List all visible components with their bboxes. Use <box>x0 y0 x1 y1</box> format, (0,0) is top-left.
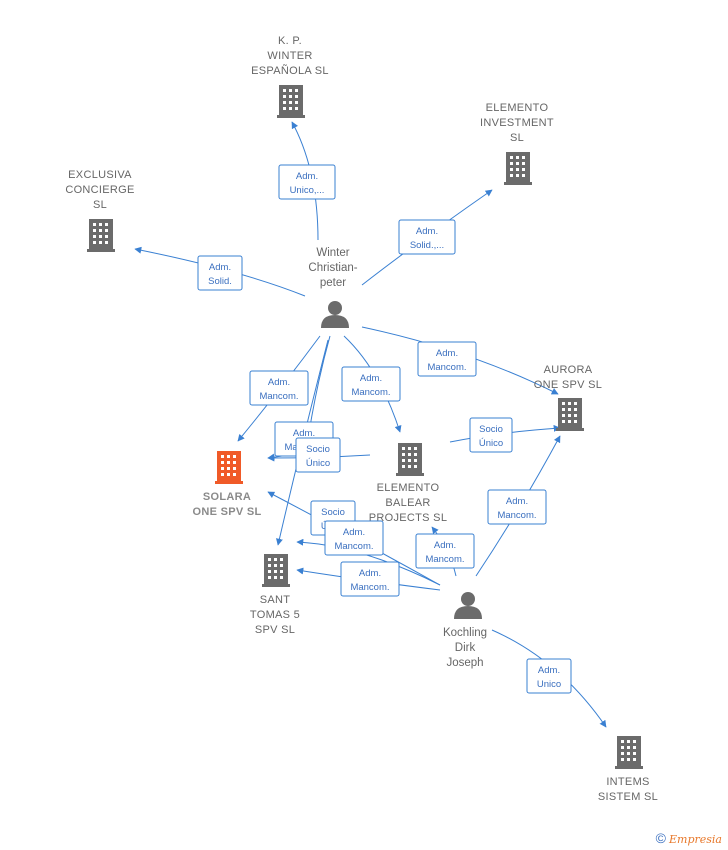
relation-label-line: Adm. <box>434 540 456 551</box>
relation-label-line: Adm. <box>360 373 382 384</box>
company-label-line: ONE SPV SL <box>192 506 261 518</box>
company-label-line: SOLARA <box>203 491 251 503</box>
relation-label-r8[interactable]: Socio Único <box>295 437 341 473</box>
company-sant-tomas[interactable]: SANT TOMAS 5 SPV SL <box>250 554 300 636</box>
person-label-line: Joseph <box>446 657 483 669</box>
company-label-line: BALEAR <box>385 497 430 509</box>
relation-label-line: Mancom. <box>350 582 389 593</box>
relation-label-line: Adm. <box>268 377 290 388</box>
person-kochling[interactable]: Kochling Dirk Joseph <box>443 592 487 669</box>
company-label-line: SL <box>510 132 524 144</box>
edges <box>134 121 607 728</box>
building-icon <box>396 443 424 476</box>
relation-label-r4[interactable]: Adm. Mancom. <box>417 341 477 377</box>
building-icon <box>504 152 532 185</box>
relation-label-r5[interactable]: Adm. Mancom. <box>249 370 309 406</box>
relation-label-line: Solid. <box>208 276 232 287</box>
company-label-line: ESPAÑOLA SL <box>251 64 329 77</box>
company-elemento-balear[interactable]: ELEMENTO BALEAR PROJECTS SL <box>369 443 448 524</box>
building-icon <box>277 85 305 118</box>
relation-label-r15[interactable]: Adm. Unico <box>526 658 572 694</box>
brand-logo: Empresia <box>669 833 722 846</box>
relation-label-r12[interactable]: Adm. Mancom. <box>415 533 475 569</box>
company-exclusiva-concierge[interactable]: EXCLUSIVA CONCIERGE SL <box>65 169 134 252</box>
relation-label-line: Adm. <box>293 428 315 439</box>
person-label-line: peter <box>320 277 346 289</box>
relation-label-line: Mancom. <box>259 391 298 402</box>
relation-label-line: Adm. <box>436 348 458 359</box>
person-label-line: Winter <box>316 247 349 259</box>
person-label-line: Christian- <box>308 262 357 274</box>
footer-brand[interactable]: ©Empresia <box>656 830 722 846</box>
relation-label-r9[interactable]: Socio Único <box>469 417 513 453</box>
relation-label-line: Adm. <box>506 496 528 507</box>
person-label-line: Dirk <box>455 642 476 654</box>
company-label-line: INTEMS <box>606 776 649 788</box>
building-icon <box>215 451 243 484</box>
relation-label-r2[interactable]: Adm. Solid.,... <box>398 219 456 255</box>
relation-label-line: Socio <box>321 507 345 518</box>
relation-label-line: Adm. <box>296 171 318 182</box>
relation-label-line: Mancom. <box>427 362 466 373</box>
relation-label-r3[interactable]: Adm. Solid. <box>197 255 243 291</box>
relation-label-line: Mancom. <box>351 387 390 398</box>
company-label-line: CONCIERGE <box>65 184 134 196</box>
building-icon <box>615 736 643 769</box>
company-label-line: WINTER <box>267 50 312 62</box>
person-winter[interactable]: Winter Christian- peter <box>308 247 358 328</box>
relation-label-r6[interactable]: Adm. Mancom. <box>341 366 401 402</box>
building-icon <box>262 554 290 587</box>
relation-label-line: Mancom. <box>334 541 373 552</box>
relation-label-line: Único <box>479 438 503 449</box>
company-label-line: SISTEM SL <box>598 791 658 803</box>
person-label-line: Kochling <box>443 627 487 639</box>
company-label-line: K. P. <box>278 35 302 47</box>
company-aurora-one[interactable]: AURORA ONE SPV SL <box>534 364 602 431</box>
building-icon <box>556 398 584 431</box>
company-elemento-investment[interactable]: ELEMENTO INVESTMENT SL <box>480 102 554 185</box>
relation-label-line: Único <box>306 458 330 469</box>
copyright-symbol: © <box>655 830 666 846</box>
relation-label-line: Adm. <box>209 262 231 273</box>
relation-label-line: Socio <box>306 444 330 455</box>
relation-label-line: Unico,... <box>290 185 325 196</box>
relation-label-line: Mancom. <box>425 554 464 565</box>
company-label-line: SPV SL <box>255 624 295 636</box>
relation-label-r11[interactable]: Adm. Mancom. <box>324 520 384 556</box>
company-label-line: SANT <box>260 594 291 606</box>
relation-label-line: Adm. <box>359 568 381 579</box>
relation-label-r1[interactable]: Adm. Unico,... <box>278 164 336 200</box>
company-label-line: TOMAS 5 <box>250 609 300 621</box>
company-intems-sistem[interactable]: INTEMS SISTEM SL <box>598 736 658 803</box>
person-icon <box>321 301 349 328</box>
relation-label-line: Adm. <box>343 527 365 538</box>
company-label-line: PROJECTS SL <box>369 512 448 524</box>
relation-label-line: Unico <box>537 679 561 690</box>
building-icon <box>87 219 115 252</box>
relation-label-r13[interactable]: Adm. Mancom. <box>487 489 547 525</box>
company-label-line: INVESTMENT <box>480 117 554 129</box>
company-label-line: AURORA <box>544 364 593 376</box>
company-label-line: ONE SPV SL <box>534 379 602 391</box>
person-icon <box>454 592 482 619</box>
relation-label-line: Mancom. <box>497 510 536 521</box>
company-label-line: ELEMENTO <box>486 102 549 114</box>
company-label-line: SL <box>93 199 107 211</box>
company-solara-one[interactable]: SOLARA ONE SPV SL <box>192 451 261 518</box>
company-label-line: EXCLUSIVA <box>68 169 132 181</box>
company-kp-winter[interactable]: K. P. WINTER ESPAÑOLA SL <box>251 35 329 118</box>
company-label-line: ELEMENTO <box>377 482 440 494</box>
relation-label-line: Adm. <box>538 665 560 676</box>
relation-label-r14[interactable]: Adm. Mancom. <box>340 561 400 597</box>
relation-label-line: Solid.,... <box>410 240 444 251</box>
relation-label-line: Socio <box>479 424 503 435</box>
relation-label-line: Adm. <box>416 226 438 237</box>
